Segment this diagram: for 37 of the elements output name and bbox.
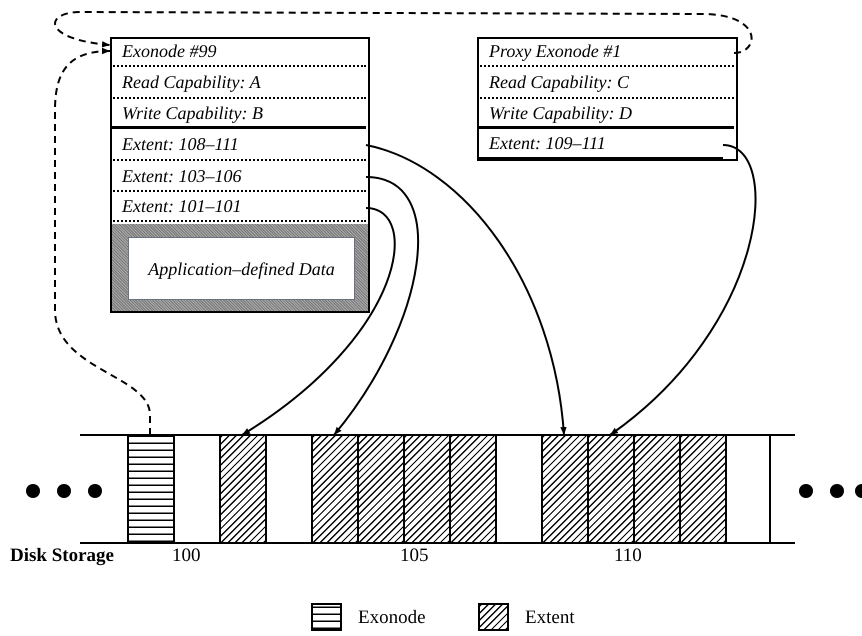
field-label: Extent: 108–111 <box>122 135 239 153</box>
disk-block <box>725 436 771 542</box>
arrow <box>54 11 753 54</box>
disk-block <box>127 436 173 542</box>
disk-block <box>541 436 587 542</box>
block-number: 105 <box>400 546 428 565</box>
arrow <box>609 144 756 436</box>
disk-block <box>219 436 265 542</box>
disk-block <box>403 436 449 542</box>
data-label: Application–defined Data <box>148 258 335 281</box>
data-box <box>128 237 355 300</box>
record-box <box>110 37 370 313</box>
block-number: 100 <box>172 546 200 565</box>
field-label: Extent: 109–111 <box>489 134 606 152</box>
disk-block <box>449 436 495 542</box>
field-label: Read Capability: A <box>122 73 261 91</box>
arrow <box>366 144 566 436</box>
arrow <box>54 48 151 435</box>
disk-block <box>633 436 679 542</box>
field-label: Extent: 101–101 <box>122 197 242 215</box>
field-label: Read Capability: C <box>489 73 629 91</box>
axis-title: Disk Storage <box>10 546 114 565</box>
record-box <box>477 37 738 161</box>
field-label: Write Capability: D <box>489 104 632 122</box>
field-label: Write Capability: B <box>122 104 263 122</box>
arrow <box>241 207 396 436</box>
legend-label: Extent <box>525 608 575 626</box>
field-label: Proxy Exonode #1 <box>489 42 622 60</box>
block-number: 110 <box>614 546 642 565</box>
arrow <box>333 176 419 436</box>
disk-block <box>679 436 725 542</box>
legend-label: Exonode <box>358 608 426 626</box>
field-label: Extent: 103–106 <box>122 166 242 184</box>
disk-block <box>357 436 403 542</box>
disk-block <box>587 436 633 542</box>
disk-block <box>311 436 357 542</box>
field-label: Exonode #99 <box>122 42 216 60</box>
